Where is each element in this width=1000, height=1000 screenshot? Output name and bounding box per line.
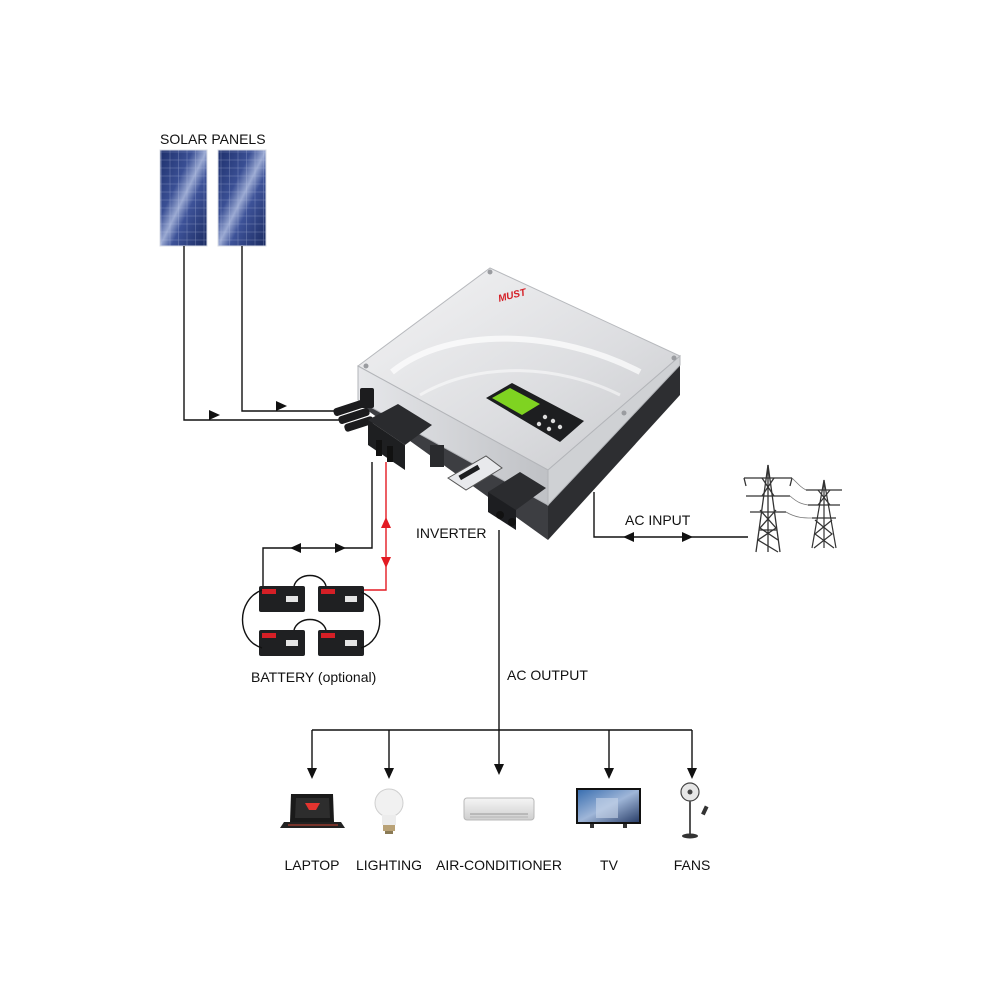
flow-arrow-icon xyxy=(209,401,287,420)
laptop-icon xyxy=(280,794,345,828)
battery-wire-positive xyxy=(343,462,387,591)
inverter-illustration xyxy=(333,267,681,540)
solar-panel-icon xyxy=(159,149,208,247)
load-label-air-conditioner: AIR-CONDITIONER xyxy=(436,857,562,873)
solar-panels-label: SOLAR PANELS xyxy=(160,131,266,147)
power-line xyxy=(785,477,813,519)
ac-input-wire xyxy=(593,492,748,538)
battery-label: BATTERY (optional) xyxy=(251,669,377,685)
load-label-tv: TV xyxy=(600,857,618,873)
flow-arrow-icon xyxy=(307,764,697,779)
light-bulb-icon xyxy=(374,788,404,834)
battery-icon xyxy=(259,630,305,656)
flow-arrow-icon xyxy=(290,543,346,553)
battery-wire xyxy=(262,462,373,590)
ac-output-label: AC OUTPUT xyxy=(507,667,588,683)
solar-panel-icon xyxy=(217,149,267,247)
load-label-laptop: LAPTOP xyxy=(284,857,340,873)
bidirectional-arrow-icon xyxy=(381,517,391,568)
standing-fan-icon xyxy=(680,782,709,839)
load-label-fans: FANS xyxy=(673,857,711,873)
battery-interconnect-cable xyxy=(241,574,381,649)
ac-input-label: AC INPUT xyxy=(625,512,691,528)
solar-wire xyxy=(183,246,345,421)
battery-icon xyxy=(259,586,305,612)
battery-icon xyxy=(318,586,364,612)
inverter-label: INVERTER xyxy=(416,525,487,541)
power-tower-icon xyxy=(806,479,842,549)
air-conditioner-icon xyxy=(463,797,535,821)
battery-icon xyxy=(318,630,364,656)
tv-icon xyxy=(576,788,641,828)
bidirectional-arrow-icon xyxy=(623,532,693,542)
ac-output-wire xyxy=(311,530,693,772)
load-label-lighting: LIGHTING xyxy=(355,857,423,873)
power-tower-icon xyxy=(743,464,793,553)
